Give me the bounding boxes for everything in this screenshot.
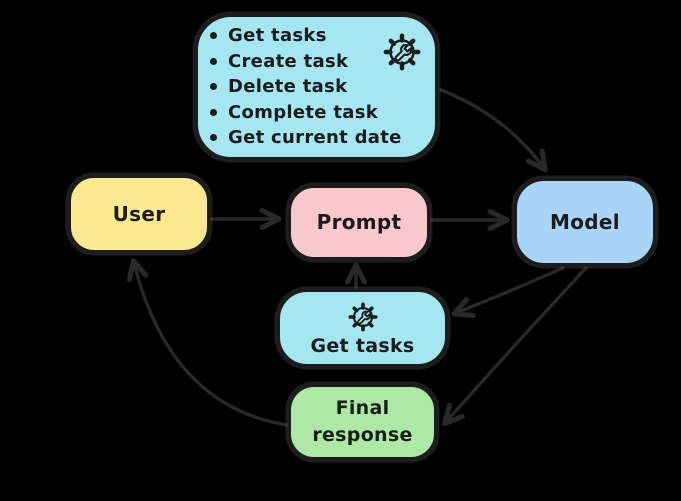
tool-item-label: Get current date (228, 127, 402, 149)
node-model-label: Model (550, 209, 620, 234)
arrow-model-to-get-tasks (451, 266, 565, 318)
tool-item: Create task (202, 49, 402, 75)
node-get-tasks-label: Get tasks (310, 334, 415, 357)
gear-wrench-icon (345, 299, 381, 335)
node-user-label: User (112, 201, 166, 226)
arrow-final-response-to-user (126, 258, 289, 427)
tool-item: Delete task (202, 74, 402, 100)
gear-wrench-icon (379, 29, 425, 75)
node-prompt-label: Prompt (316, 210, 402, 234)
tools-list: Get tasks Create task Delete task Comple… (202, 23, 402, 151)
tool-item: Get current date (202, 125, 402, 151)
arrow-tools-to-model (439, 88, 548, 173)
tool-item-label: Complete task (228, 101, 379, 123)
tool-item-label: Create task (228, 50, 349, 72)
tool-item: Get tasks (202, 23, 402, 49)
arrow-model-to-final-response (442, 266, 588, 427)
tool-item: Complete task (202, 100, 402, 126)
tool-item-label: Get tasks (228, 25, 327, 47)
node-final-response-label: Final response (312, 397, 413, 446)
node-prompt: Prompt (288, 185, 430, 260)
node-get-tasks: Get tasks (277, 289, 448, 367)
tool-item-label: Delete task (228, 76, 348, 98)
node-user: User (68, 175, 210, 253)
node-final-response: Final response (288, 384, 437, 460)
node-tools-list: Get tasks Create task Delete task Comple… (195, 14, 438, 160)
node-model: Model (514, 178, 656, 266)
